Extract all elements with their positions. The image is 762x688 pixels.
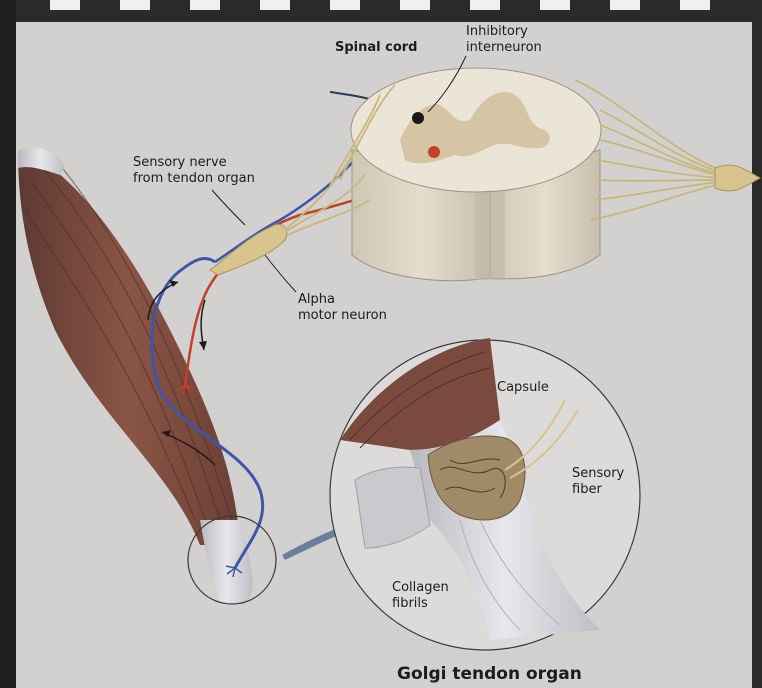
label-inhibitory-interneuron: Inhibitory interneuron <box>466 24 542 56</box>
label-alpha-motor-neuron: Alpha motor neuron <box>298 292 387 324</box>
label-sensory-fiber: Sensory fiber <box>572 466 624 498</box>
diagram-title: Golgi tendon organ <box>397 664 582 684</box>
label-capsule: Capsule <box>497 380 549 396</box>
label-spinal-cord: Spinal cord <box>335 40 418 56</box>
label-collagen-fibrils: Collagen fibrils <box>392 580 449 612</box>
muscle <box>18 148 253 605</box>
dorsal-root-ganglion <box>715 165 760 191</box>
spinal-cord <box>351 68 601 281</box>
label-sensory-nerve: Sensory nerve from tendon organ <box>133 155 255 187</box>
